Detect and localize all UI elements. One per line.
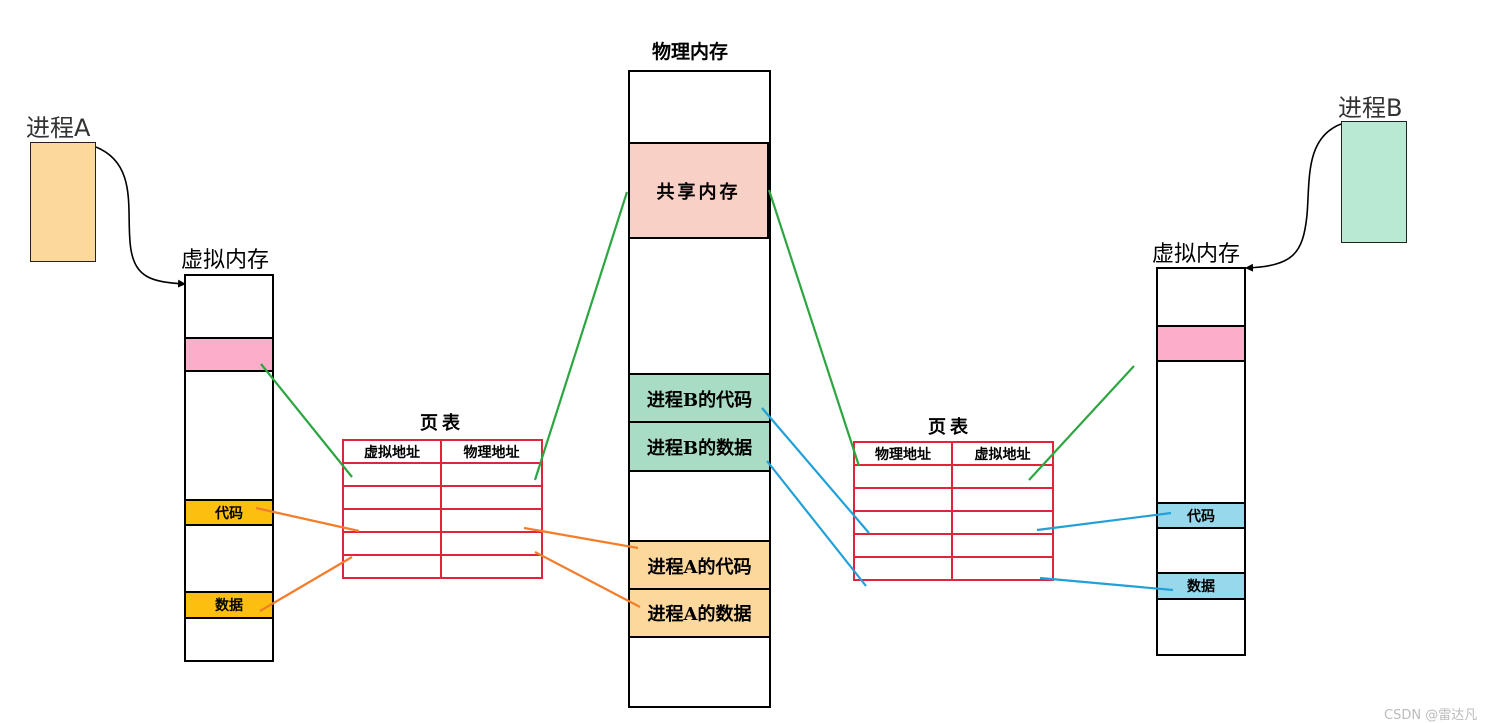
table-row — [853, 487, 1054, 512]
table-cell — [951, 487, 1054, 512]
physical-memory: 共享内存 进程B的代码 进程B的数据 进程A的代码 进程A的数据 — [628, 70, 771, 708]
table-cell — [440, 531, 543, 556]
left-header-physical-address: 物理地址 — [440, 439, 543, 464]
blue-link-b-code-table — [761, 407, 870, 534]
right-header-virtual-address: 虚拟地址 — [951, 441, 1054, 466]
orange-link-data-table — [259, 556, 353, 612]
blue-link-table-code — [1036, 511, 1172, 532]
table-cell — [853, 487, 953, 512]
left-code-segment: 代码 — [186, 499, 272, 526]
process-a-data-block: 进程A的数据 — [630, 588, 769, 638]
table-cell — [440, 508, 543, 533]
table-row — [853, 510, 1054, 535]
right-virtual-memory-title: 虚拟内存 — [1152, 242, 1241, 267]
process-b-code-block: 进程B的代码 — [630, 373, 769, 423]
table-row — [342, 554, 543, 579]
blue-link-table-data — [1039, 576, 1174, 592]
right-shared-segment — [1158, 325, 1244, 362]
right-code-segment: 代码 — [1158, 502, 1244, 529]
right-virtual-memory: 代码 数据 — [1156, 267, 1246, 656]
table-cell — [853, 556, 953, 581]
green-link-shared-right-table — [767, 189, 861, 467]
right-data-label: 数据 — [1187, 579, 1215, 595]
left-data-segment: 数据 — [186, 591, 272, 619]
process-b-data-label: 进程B的数据 — [646, 437, 753, 459]
table-row — [342, 508, 543, 533]
process-b-box — [1341, 121, 1407, 243]
table-cell — [853, 464, 953, 489]
left-page-table-title: 页表 — [420, 413, 464, 434]
table-cell — [440, 485, 543, 510]
process-a-code-label: 进程A的代码 — [647, 557, 752, 578]
left-page-table: 虚拟地址 物理地址 — [342, 439, 543, 579]
process-b-code-label: 进程B的代码 — [646, 390, 753, 411]
table-row — [342, 462, 543, 487]
right-data-segment: 数据 — [1158, 572, 1244, 600]
left-virtual-memory-title: 虚拟内存 — [181, 248, 270, 273]
right-page-table-header: 物理地址 虚拟地址 — [853, 441, 1054, 466]
green-link-left-vmem-table — [260, 363, 353, 478]
green-link-left-table-shared — [533, 191, 629, 481]
table-cell — [342, 508, 442, 533]
process-b-data-block: 进程B的数据 — [630, 421, 769, 472]
process-b-arrow — [1245, 123, 1342, 272]
table-cell — [342, 554, 442, 579]
table-cell — [853, 533, 953, 558]
table-cell — [951, 533, 1054, 558]
right-page-table-title: 页表 — [928, 417, 972, 438]
blue-link-b-data-table — [766, 460, 867, 587]
table-cell — [342, 462, 442, 487]
table-cell — [853, 510, 953, 535]
process-a-data-label: 进程A的数据 — [647, 604, 752, 625]
process-a-arrow — [95, 146, 186, 288]
right-code-label: 代码 — [1187, 508, 1215, 525]
green-link-right-table-vmem — [1028, 365, 1135, 481]
table-row — [853, 533, 1054, 558]
left-code-label: 代码 — [215, 505, 243, 522]
physical-memory-title: 物理内存 — [652, 41, 729, 63]
process-a-title: 进程A — [26, 114, 91, 142]
orange-link-table-a-code — [523, 526, 639, 550]
table-cell — [342, 531, 442, 556]
table-cell — [951, 510, 1054, 535]
table-row — [342, 485, 543, 510]
table-cell — [440, 462, 543, 487]
process-a-code-block: 进程A的代码 — [630, 540, 769, 590]
process-b-title: 进程B — [1338, 94, 1403, 122]
shared-memory-block: 共享内存 — [630, 142, 769, 239]
left-data-label: 数据 — [215, 598, 243, 614]
table-row — [342, 531, 543, 556]
shared-memory-label: 共享内存 — [656, 181, 741, 203]
table-cell — [342, 485, 442, 510]
table-cell — [951, 464, 1054, 489]
right-header-physical-address: 物理地址 — [853, 441, 953, 466]
left-shared-segment — [186, 337, 272, 372]
left-header-virtual-address: 虚拟地址 — [342, 439, 442, 464]
table-row — [853, 464, 1054, 489]
orange-link-table-a-data — [534, 551, 641, 608]
orange-link-code-table — [255, 506, 360, 533]
table-cell — [440, 554, 543, 579]
left-virtual-memory: 代码 数据 — [184, 274, 274, 662]
right-page-table: 物理地址 虚拟地址 — [853, 441, 1054, 581]
left-page-table-header: 虚拟地址 物理地址 — [342, 439, 543, 464]
process-a-box — [30, 142, 96, 262]
table-row — [853, 556, 1054, 581]
table-cell — [951, 556, 1054, 581]
